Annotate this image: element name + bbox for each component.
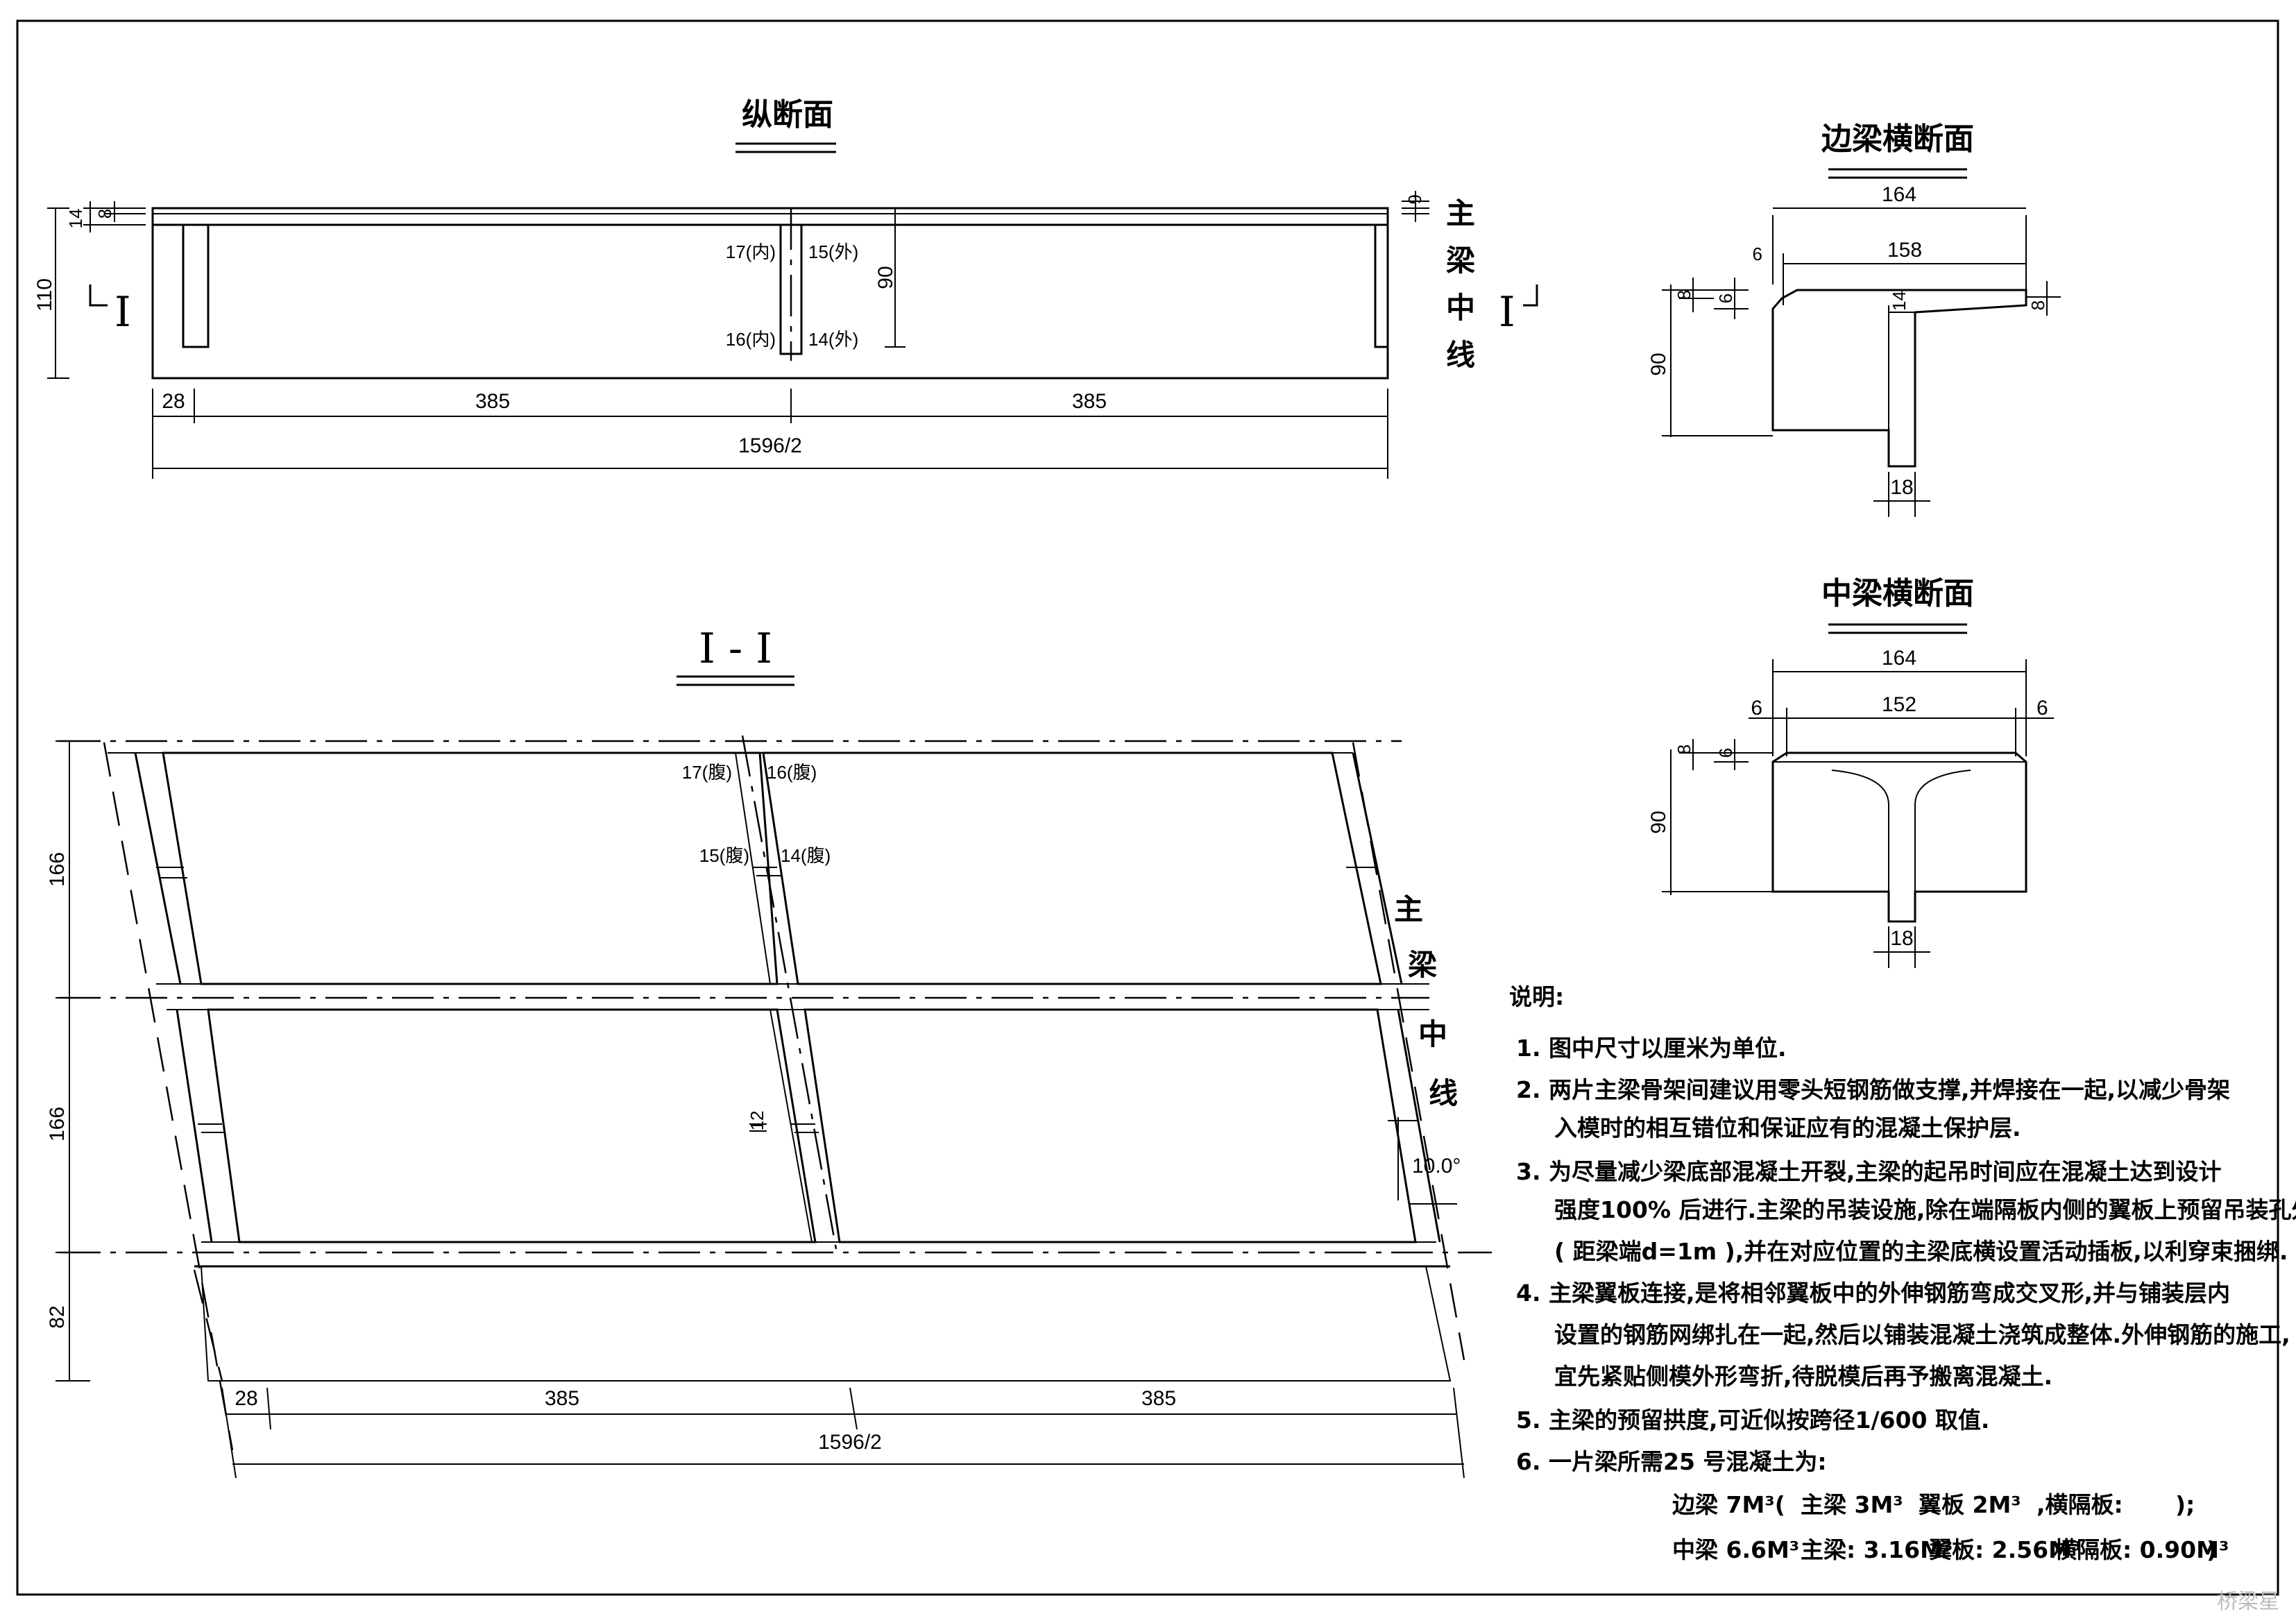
plan-section: I - I [46, 624, 1492, 1479]
edge-d6: 6 [1715, 294, 1736, 303]
note-line-1: 1. 图中尺寸以厘米为单位. [1516, 1035, 1787, 1062]
note-line-7: 4. 主梁翼板连接,是将相邻翼板中的外伸钢筋弯成交叉形,并与铺装层内 [1516, 1280, 2230, 1307]
middle-w152: 152 [1882, 693, 1916, 716]
plan-h82: 82 [46, 1305, 69, 1328]
plan-dim-385-left: 385 [545, 1387, 579, 1410]
centerline-char-2: 梁 [1446, 244, 1475, 278]
concrete-row2-col2: 主梁: 3.16M³ [1801, 1536, 1953, 1563]
dim-385-left: 385 [475, 390, 510, 413]
plan-title: I - I [699, 624, 772, 673]
concrete-row2-col1: 中梁 6.6M³ [1672, 1536, 1799, 1563]
middle-h90: 90 [1647, 810, 1670, 833]
concrete-row1-col1: 边梁 7M³( [1672, 1491, 1785, 1518]
edge-d8: 8 [1674, 290, 1694, 300]
dim-total: 1596/2 [738, 434, 802, 457]
middle-d6-left: 6 [1751, 697, 1762, 720]
label-14-outer: 14(外) [808, 329, 858, 350]
middle-w18: 18 [1890, 927, 1913, 950]
plan-centerline-char-1: 主 [1394, 892, 1423, 926]
concrete-row1-col4: ,横隔板: [2036, 1491, 2123, 1518]
notes: 说明: 1. 图中尺寸以厘米为单位. 2. 两片主梁骨架间建议用零头短钢筋做支撑… [1509, 983, 2296, 1563]
edge-beam-title: 边梁横断面 [1821, 121, 1974, 157]
plan-dim-total: 1596/2 [818, 1431, 882, 1454]
edge-d14: 14 [1889, 291, 1910, 311]
plan-label-15: 15(腹) [699, 845, 749, 866]
centerline-char-1: 主 [1446, 196, 1475, 230]
plan-skew-angle: 10.0° [1412, 1155, 1461, 1178]
plan-label-14: 14(腹) [781, 845, 831, 866]
plan-label-17: 17(腹) [682, 762, 732, 783]
middle-d8: 8 [1674, 745, 1694, 754]
edge-w164: 164 [1882, 183, 1916, 206]
dim-385-right: 385 [1072, 390, 1107, 413]
edge-d8-right: 8 [2027, 300, 2048, 310]
note-line-8: 设置的钢筋网绑扎在一起,然后以铺装混凝土浇筑成整体.外伸钢筋的施工, [1554, 1321, 2290, 1348]
centerline-char-3: 中 [1446, 291, 1475, 325]
note-line-10: 5. 主梁的预留拱度,可近似按跨径1/600 取值. [1516, 1407, 1989, 1434]
longitudinal-title: 纵断面 [742, 97, 833, 133]
section-mark-left: I [114, 288, 131, 337]
middle-d6-right: 6 [2036, 697, 2048, 720]
label-15-outer: 15(外) [808, 241, 858, 262]
note-line-5: 强度100% 后进行.主梁的吊装设施,除在端隔板内侧的翼板上预留吊装孔外 [1554, 1196, 2296, 1223]
dim-14: 14 [65, 209, 86, 229]
dim-90: 90 [874, 266, 897, 289]
plan-centerline-char-4: 线 [1429, 1076, 1458, 1110]
concrete-row1-col2: 主梁 3M³ [1801, 1491, 1903, 1518]
dim-6: 6 [1404, 194, 1425, 204]
section-mark-right: I [1499, 288, 1515, 337]
note-line-9: 宜先紧贴侧模外形弯折,待脱模后再予搬离混凝土. [1554, 1363, 2052, 1390]
middle-beam-title: 中梁横断面 [1821, 576, 1974, 611]
concrete-row2-col4: 横隔板: 0.90M³ [2054, 1536, 2229, 1563]
notes-heading: 说明: [1509, 983, 1564, 1010]
note-line-2: 2. 两片主梁骨架间建议用零头短钢筋做支撑,并焊接在一起,以减少骨架 [1516, 1076, 2230, 1103]
sheet-frame [16, 19, 2279, 1596]
plan-mark-12: 12 [747, 1111, 767, 1131]
middle-w164: 164 [1882, 647, 1916, 670]
note-line-11: 6. 一片梁所需25 号混凝土为: [1516, 1448, 1827, 1475]
longitudinal-section: 纵断面 110 14 8 I 6 [33, 97, 1538, 479]
plan-dim-28: 28 [235, 1387, 257, 1410]
edge-beam-section: 边梁横断面 164 158 6 14 8 6 8 90 [1647, 121, 2061, 517]
note-line-4: 3. 为尽量减少梁底部混凝土开裂,主梁的起吊时间应在混凝土达到设计 [1516, 1158, 2222, 1185]
concrete-row2-col5: ) [2206, 1536, 2217, 1563]
edge-d6-top: 6 [1753, 244, 1762, 264]
concrete-row1-col3: 翼板 2M³ [1919, 1491, 2021, 1518]
dim-8: 8 [94, 209, 115, 219]
dim-28: 28 [162, 390, 185, 413]
middle-beam-section: 中梁横断面 164 152 6 6 8 6 90 18 [1647, 576, 2054, 968]
note-line-6: ( 距梁端d=1m ),并在对应位置的主梁底横设置活动插板,以利穿束捆绑. [1554, 1238, 2288, 1265]
plan-h166-mid: 166 [46, 1107, 69, 1141]
centerline-char-4: 线 [1446, 338, 1475, 372]
watermark: 桥梁星 [2217, 1590, 2279, 1614]
edge-h90: 90 [1647, 352, 1670, 375]
dim-110: 110 [33, 278, 56, 312]
label-17-inner: 17(内) [726, 241, 776, 262]
plan-centerline-char-3: 中 [1418, 1017, 1447, 1051]
plan-dim-385-right: 385 [1141, 1387, 1176, 1410]
edge-w158: 158 [1887, 239, 1922, 262]
label-16-inner: 16(内) [726, 329, 776, 350]
concrete-row2-col3: 翼板: 2.56M³ [1929, 1536, 2081, 1563]
plan-h166-top: 166 [46, 852, 69, 887]
note-line-3: 入模时的相互错位和保证应有的混凝土保护层. [1554, 1114, 2021, 1141]
plan-centerline-char-2: 梁 [1408, 948, 1437, 982]
middle-d6: 6 [1715, 748, 1736, 758]
edge-w18: 18 [1890, 476, 1913, 499]
plan-label-16: 16(腹) [767, 762, 817, 783]
concrete-row1-col5: ); [2175, 1491, 2195, 1518]
